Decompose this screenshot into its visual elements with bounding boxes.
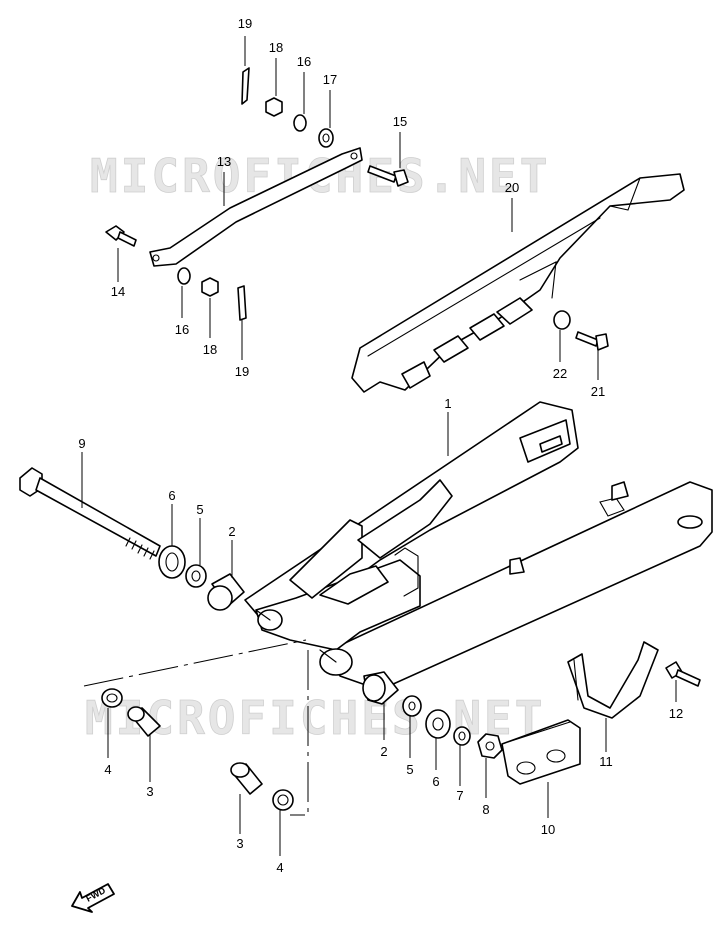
callout-14: 14 [111, 284, 125, 299]
bolt-12 [665, 661, 701, 687]
callout-8: 8 [482, 802, 489, 817]
watermark-bottom: MICROFICHES.NET [85, 691, 545, 745]
washer-5-right [402, 695, 422, 717]
callout-18-bottom: 18 [203, 342, 217, 357]
torque-link [149, 147, 363, 267]
callout-7: 7 [456, 788, 463, 803]
callout-1: 1 [444, 396, 451, 411]
callout-3-left: 3 [146, 784, 153, 799]
forward-arrow-icon: FWD [71, 883, 115, 913]
pivot-bolt [19, 467, 161, 560]
callout-9: 9 [78, 436, 85, 451]
callout-12: 12 [669, 706, 683, 721]
callout-11: 11 [599, 754, 613, 769]
callout-4-right: 4 [276, 860, 283, 875]
callout-18-top: 18 [269, 40, 283, 55]
lower-hardware [101, 688, 294, 811]
callout-20: 20 [505, 180, 519, 195]
callout-19-top: 19 [238, 16, 252, 31]
left-pivot-hardware [158, 545, 245, 611]
right-pivot-hardware [362, 671, 503, 759]
callout-4-left: 4 [104, 762, 111, 777]
callout-6-left: 6 [168, 488, 175, 503]
nut-8 [477, 733, 503, 759]
callout-5-left: 5 [196, 502, 203, 517]
callout-15: 15 [393, 114, 407, 129]
callout-21: 21 [591, 384, 605, 399]
callout-19-bottom: 19 [235, 364, 249, 379]
torque-link-hardware [105, 67, 609, 351]
washer-4-right [272, 789, 294, 811]
callout-22: 22 [553, 366, 567, 381]
callout-16-bottom: 16 [175, 322, 189, 337]
leader-lines [81, 36, 677, 856]
callout-5-right: 5 [406, 762, 413, 777]
chain-case [351, 173, 685, 393]
washer-4-left [101, 688, 123, 708]
callout-17: 17 [323, 72, 337, 87]
callout-10: 10 [541, 822, 555, 837]
washer-7 [453, 726, 471, 746]
callout-16-top: 16 [297, 54, 311, 69]
chain-guide [567, 641, 659, 719]
callout-2-right: 2 [380, 744, 387, 759]
spacer-6-left [158, 545, 186, 579]
callout-13: 13 [217, 154, 231, 169]
callout-6-right: 6 [432, 774, 439, 789]
washer-5-left [185, 564, 207, 588]
callout-3-right: 3 [236, 836, 243, 851]
callout-2-left: 2 [228, 524, 235, 539]
spacer-6-right [425, 709, 451, 739]
callouts: 19 18 16 17 15 13 20 14 16 18 19 22 21 1… [78, 16, 683, 875]
chain-adjuster [501, 719, 581, 785]
swingarm [244, 401, 713, 691]
